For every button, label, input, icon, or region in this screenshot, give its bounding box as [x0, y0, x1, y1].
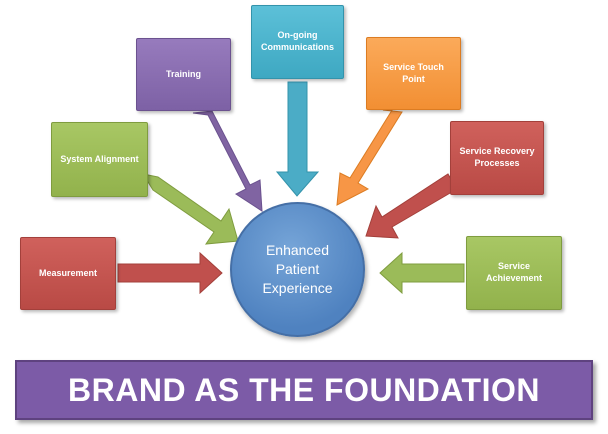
node-measurement: Measurement: [20, 237, 116, 310]
node-ongoing-communications: On-going Communications: [251, 5, 344, 79]
arrow-system-alignment: [141, 173, 239, 245]
foundation-banner: BRAND AS THE FOUNDATION: [15, 360, 593, 420]
node-training: Training: [136, 38, 231, 111]
arrow-service-achievement: [379, 251, 465, 295]
center-node-enhanced-patient-experience: Enhanced Patient Experience: [230, 202, 365, 337]
arrow-service-recovery: [365, 173, 458, 239]
arrow-training: [192, 110, 263, 212]
arrow-measurement: [117, 251, 223, 295]
arrow-service-touch-point: [336, 106, 403, 206]
node-service-touch-point: Service Touch Point: [366, 37, 461, 110]
arrow-communications: [275, 81, 320, 197]
node-service-achievement: Service Achievement: [466, 236, 562, 310]
node-system-alignment: System Alignment: [51, 122, 148, 197]
arrows-layer: [117, 81, 465, 295]
node-service-recovery-processes: Service Recovery Processes: [450, 121, 544, 195]
